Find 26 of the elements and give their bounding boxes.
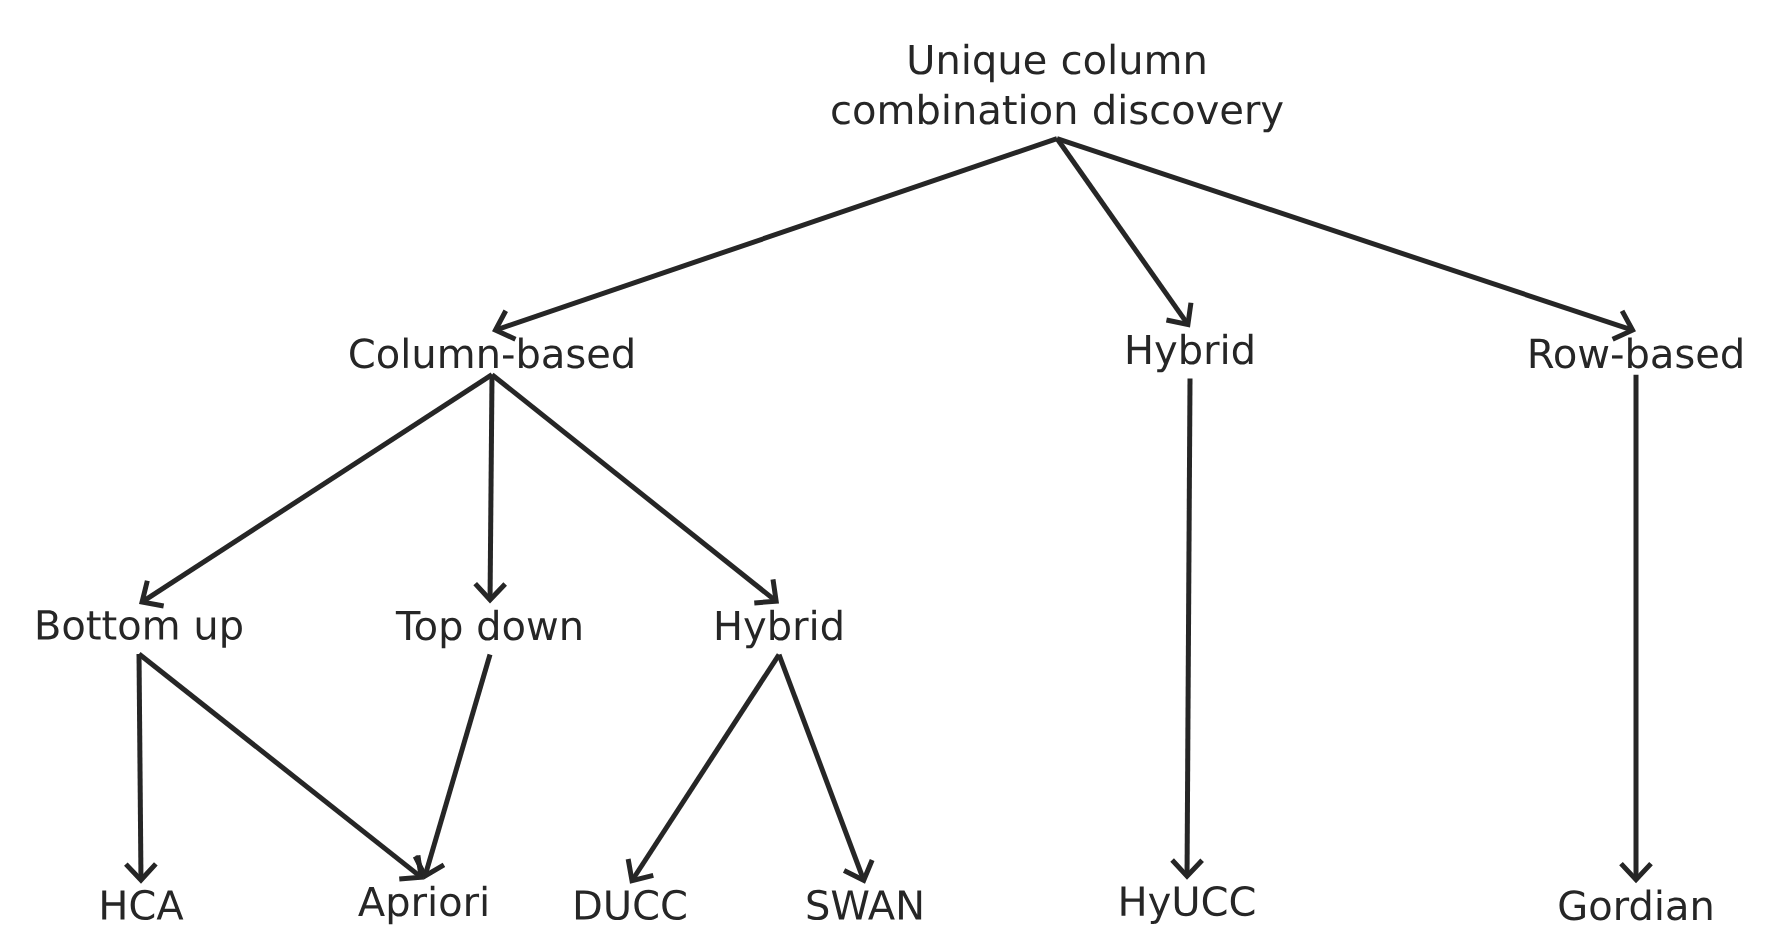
node-label: Column-based xyxy=(350,337,633,369)
arrow xyxy=(139,372,494,609)
arrow xyxy=(625,653,782,884)
node-label: HCA xyxy=(102,889,184,921)
arrow xyxy=(137,651,424,882)
node-label: Top down xyxy=(395,609,581,649)
arrow xyxy=(1054,137,1194,328)
arrow xyxy=(490,372,779,606)
node-label: HyUCC xyxy=(1121,886,1255,924)
arrow xyxy=(1056,136,1636,342)
arrow xyxy=(473,374,507,604)
arrow xyxy=(412,653,493,880)
node-label: Unique column combination discovery xyxy=(832,43,1283,133)
arrow xyxy=(492,136,1058,342)
arrow xyxy=(1619,374,1653,884)
arrow xyxy=(124,653,158,884)
node-label: Row-based xyxy=(1530,337,1742,369)
node-label: SWAN xyxy=(807,889,922,921)
arrow xyxy=(1170,378,1204,880)
node-label: DUCC xyxy=(575,889,686,921)
node-label: Bottom up xyxy=(37,610,242,648)
node-label: Hybrid xyxy=(1127,333,1253,373)
arrow xyxy=(776,653,875,884)
node-label: Hybrid xyxy=(716,609,842,649)
node-label: Apriori xyxy=(358,885,487,925)
node-label: Gordian xyxy=(1559,889,1712,921)
